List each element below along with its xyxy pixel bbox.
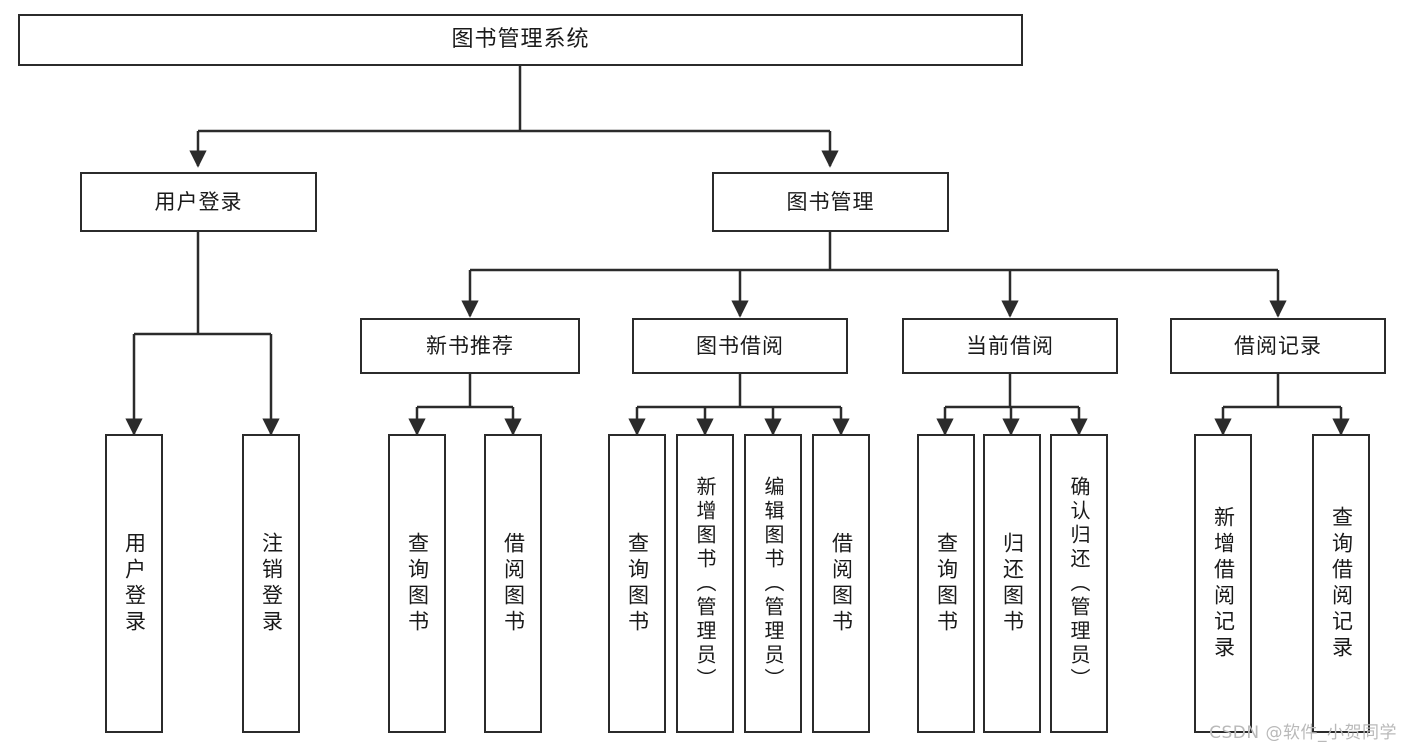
leaf-add-borrow-record[interactable]: 新增借阅记录 xyxy=(1194,434,1252,733)
node-book-management[interactable]: 图书管理 xyxy=(712,172,949,232)
node-label: 用户登录 xyxy=(122,531,147,636)
leaf-query-book-current[interactable]: 查询图书 xyxy=(917,434,975,733)
node-book-borrow[interactable]: 图书借阅 xyxy=(632,318,848,374)
node-label: 新增图书（管理员） xyxy=(693,475,717,692)
node-label: 借阅图书 xyxy=(829,531,854,636)
leaf-add-book-admin[interactable]: 新增图书（管理员） xyxy=(676,434,734,733)
csdn-watermark: CSDN @软件_小贺同学 xyxy=(1209,723,1397,743)
node-label: 编辑图书（管理员） xyxy=(761,475,785,692)
node-label: 查询图书 xyxy=(625,531,650,636)
leaf-query-borrow-record[interactable]: 查询借阅记录 xyxy=(1312,434,1370,733)
node-label: 图书管理系统 xyxy=(451,27,590,53)
node-label: 查询借阅记录 xyxy=(1329,505,1354,662)
node-label: 归还图书 xyxy=(1000,531,1025,636)
leaf-query-book-recommend[interactable]: 查询图书 xyxy=(388,434,446,733)
node-label: 借阅记录 xyxy=(1234,333,1322,358)
leaf-query-book-borrow[interactable]: 查询图书 xyxy=(608,434,666,733)
node-label: 图书管理 xyxy=(786,189,875,214)
node-current-borrow[interactable]: 当前借阅 xyxy=(902,318,1118,374)
node-label: 查询图书 xyxy=(405,531,430,636)
node-label: 图书借阅 xyxy=(696,333,784,358)
node-root-book-management-system[interactable]: 图书管理系统 xyxy=(18,14,1023,66)
node-label: 查询图书 xyxy=(934,531,959,636)
leaf-edit-book-admin[interactable]: 编辑图书（管理员） xyxy=(744,434,802,733)
node-label: 借阅图书 xyxy=(501,531,526,636)
leaf-confirm-return-admin[interactable]: 确认归还（管理员） xyxy=(1050,434,1108,733)
node-label: 确认归还（管理员） xyxy=(1067,475,1091,692)
node-label: 当前借阅 xyxy=(966,333,1054,358)
node-label: 新增借阅记录 xyxy=(1211,505,1236,662)
node-user-login[interactable]: 用户登录 xyxy=(80,172,317,232)
node-label: 注销登录 xyxy=(259,531,284,636)
node-borrow-record[interactable]: 借阅记录 xyxy=(1170,318,1386,374)
leaf-borrow-book-recommend[interactable]: 借阅图书 xyxy=(484,434,542,733)
node-new-book-recommend[interactable]: 新书推荐 xyxy=(360,318,580,374)
node-label: 用户登录 xyxy=(154,189,243,214)
leaf-user-login[interactable]: 用户登录 xyxy=(105,434,163,733)
node-label: 新书推荐 xyxy=(426,333,514,358)
leaf-return-book[interactable]: 归还图书 xyxy=(983,434,1041,733)
leaf-borrow-book[interactable]: 借阅图书 xyxy=(812,434,870,733)
leaf-user-logout[interactable]: 注销登录 xyxy=(242,434,300,733)
